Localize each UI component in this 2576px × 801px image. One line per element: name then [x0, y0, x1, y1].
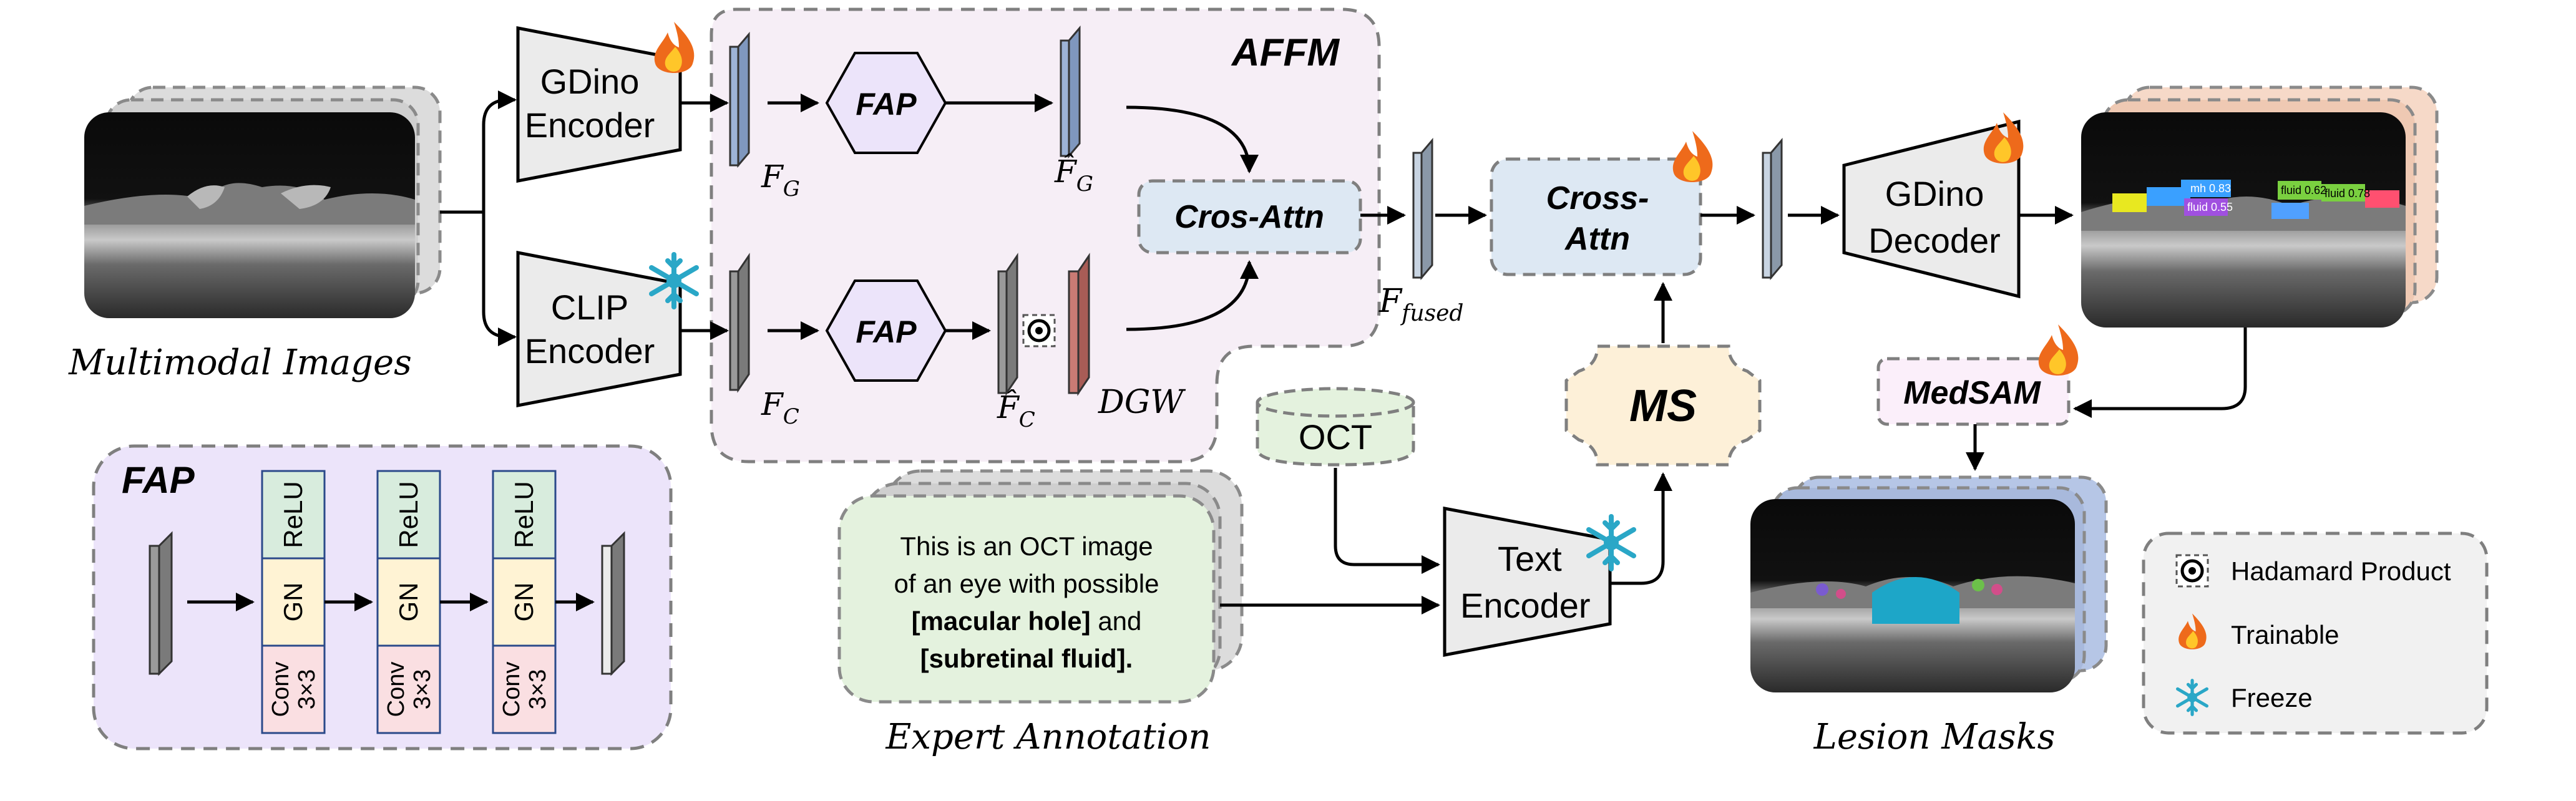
annotation-line-3: [macular hole] and	[912, 606, 1142, 636]
svg-text:ReLU: ReLU	[278, 481, 308, 548]
svg-text:3×3: 3×3	[525, 669, 551, 709]
ms-label: MS	[1629, 381, 1697, 431]
arrow-fghat-to-attn	[1126, 105, 1259, 173]
snowflake-icon	[1586, 514, 1636, 571]
fap-detail-title: FAP	[122, 459, 195, 501]
gdino-encoder: GDino Encoder	[516, 26, 682, 183]
cros-attn-box: Cros-Attn	[1137, 179, 1362, 255]
svg-text:Conv: Conv	[383, 662, 409, 717]
affm-title: AFFM	[1231, 31, 1340, 74]
fap-bottom-label: FAP	[856, 314, 917, 349]
label-fg: FG	[761, 158, 800, 201]
svg-text:3×3: 3×3	[294, 669, 320, 709]
detection-label-1: mh 0.83	[2190, 182, 2231, 195]
cross-attention-box: Cross- Attn	[1490, 157, 1702, 276]
feature-fc-hat	[997, 253, 1018, 396]
clip-encoder: CLIP Encoder	[516, 250, 682, 408]
svg-text:GN: GN	[278, 583, 308, 622]
medsam-label: MedSAM	[1903, 375, 2041, 411]
legend: Hadamard Product Trainable Freeze	[2142, 532, 2489, 735]
svg-text:3×3: 3×3	[409, 669, 436, 709]
medsam-box: MedSAM	[1876, 357, 2071, 426]
cross-attention-label-2: Attn	[1564, 221, 1630, 257]
lesion-masks-caption: Lesion Masks	[1813, 717, 2056, 757]
gdino-encoder-label-2: Encoder	[525, 105, 655, 145]
gdino-decoder: GDino Decoder	[1842, 119, 2021, 299]
clip-encoder-label-1: CLIP	[551, 288, 629, 327]
feature-fused	[1412, 137, 1433, 281]
snowflake-icon	[649, 252, 699, 309]
gdino-encoder-label-1: GDino	[540, 62, 640, 101]
detection-label-2: fluid 0.78	[2325, 187, 2370, 200]
label-fused: Ffused	[1378, 283, 1463, 326]
label-fc: FC	[761, 386, 799, 429]
text-encoder: Text Encoder	[1443, 506, 1612, 658]
arrow-oct-to-text-encoder	[1334, 468, 1440, 574]
text-encoder-label-1: Text	[1498, 539, 1562, 578]
fap-module-top: FAP	[825, 52, 947, 154]
label-dgw: DGW	[1098, 384, 1186, 421]
flame-icon	[654, 22, 695, 73]
legend-freeze: Freeze	[2231, 683, 2313, 712]
flame-icon	[2038, 324, 2079, 376]
svg-text:ReLU: ReLU	[509, 481, 539, 548]
expert-annotation-caption: Expert Annotation	[886, 717, 1211, 757]
label-fc-hat: F̂C	[997, 389, 1035, 432]
oct-label: OCT	[1299, 417, 1372, 457]
feature-dgw	[1068, 253, 1090, 396]
feature-fg-hat	[1060, 25, 1081, 159]
svg-text:GN: GN	[394, 583, 423, 622]
multimodal-images-caption: Multimodal Images	[68, 342, 412, 383]
expert-annotation-stack: This is an OCT image of an eye with poss…	[837, 469, 1244, 704]
flame-icon	[1983, 112, 2024, 163]
legend-hadamard: Hadamard Product	[2231, 556, 2451, 586]
input-split-connector	[440, 90, 517, 346]
fap-detail-panel: FAP ReLU GN Conv 3×3 ReLU GN Conv 3×3 Re…	[92, 444, 673, 750]
detection-output-image: mh 0.83 fluid 0.78 fluid 0.55 fluid 0.62	[2081, 85, 2439, 328]
arrow-text-encoder-to-ms	[1610, 472, 1672, 585]
arrow-output-to-medsam	[2073, 328, 2247, 418]
hadamard-symbol	[1022, 314, 1056, 347]
annotation-line-2: of an eye with possible	[894, 569, 1159, 598]
fap-top-label: FAP	[856, 87, 917, 122]
feature-fc	[729, 253, 750, 393]
text-encoder-label-2: Encoder	[1460, 586, 1591, 625]
label-fg-hat: F̂G	[1054, 153, 1093, 197]
gdino-decoder-label-2: Decoder	[1868, 221, 2001, 260]
cross-attention-label-1: Cross-	[1546, 180, 1649, 216]
svg-text:Conv: Conv	[268, 662, 294, 717]
lesion-masks-image	[1750, 475, 2108, 692]
multimodal-images	[84, 85, 442, 318]
oct-database: OCT	[1256, 387, 1415, 467]
flame-icon	[2178, 613, 2207, 649]
legend-trainable: Trainable	[2231, 620, 2339, 649]
annotation-line-4: [subretinal fluid].	[920, 644, 1133, 673]
snowflake-icon	[2175, 679, 2209, 716]
cros-attn-label: Cros-Attn	[1174, 199, 1324, 235]
clip-encoder-label-2: Encoder	[525, 331, 655, 371]
svg-text:Conv: Conv	[499, 662, 525, 717]
arrow-dgw-to-attn	[1126, 260, 1259, 331]
svg-text:ReLU: ReLU	[394, 481, 423, 548]
hadamard-legend-icon	[2175, 554, 2209, 588]
fap-module-bottom: FAP	[825, 279, 947, 382]
flame-icon	[1672, 131, 1713, 182]
annotation-line-1: This is an OCT image	[900, 532, 1153, 561]
detection-label-4: fluid 0.62	[2281, 184, 2326, 197]
detection-label-3: fluid 0.55	[2187, 201, 2233, 213]
svg-text:GN: GN	[509, 583, 539, 622]
feature-after-crossattn	[1762, 137, 1783, 281]
gdino-decoder-label-1: GDino	[1885, 174, 1984, 213]
ms-module: MS	[1564, 344, 1762, 467]
feature-fg	[729, 31, 750, 168]
